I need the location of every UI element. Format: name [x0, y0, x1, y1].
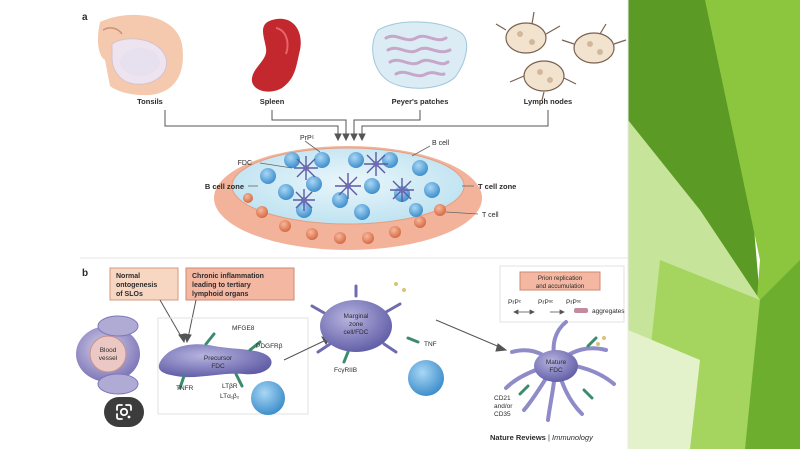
label-ltab: LTα₁β₂: [220, 393, 240, 400]
svg-text:zone: zone: [349, 321, 363, 328]
tonsils-illustration: [97, 14, 183, 96]
precursor-fdc: Precursor FDC: [157, 317, 309, 415]
svg-text:Prion replication: Prion replication: [538, 275, 583, 282]
credit-line: Nature Reviews | Immunology: [490, 433, 594, 442]
svg-text:Blood: Blood: [100, 347, 117, 354]
svg-text:lymphoid organs: lymphoid organs: [192, 291, 249, 298]
organ-label-lymph-nodes: Lymph nodes: [524, 97, 572, 106]
svg-text:Chronic inflammation: Chronic inflammation: [192, 273, 264, 280]
label-b-cell: B cell: [432, 140, 450, 147]
svg-text:ontogenesis: ontogenesis: [116, 282, 157, 289]
label-b-cell-zone: B cell zone: [205, 182, 244, 191]
label-prp-c: PrPᶜ: [508, 299, 522, 306]
label-aggregates: aggregates: [592, 308, 625, 315]
prion-arrows: [513, 308, 588, 315]
credit-journal: Immunology: [552, 433, 594, 442]
slide-theme-decoration: [627, 0, 800, 449]
label-prp-sc-2: PrPˢᶜ: [566, 299, 582, 306]
google-lens-button[interactable]: [104, 397, 144, 427]
label-t-cell: T cell: [482, 212, 499, 219]
svg-text:Normal: Normal: [116, 273, 140, 280]
t-cells: [243, 193, 446, 244]
svg-text:Marginal: Marginal: [344, 313, 369, 320]
label-fdc: FDC: [238, 160, 252, 167]
box-prion-replication: Prion replication and accumulation: [499, 265, 625, 323]
peyers-patches-illustration: [372, 21, 468, 89]
label-tnf: TNF: [424, 341, 437, 348]
credit-separator: |: [546, 433, 552, 442]
label-prp-sc-1: PrPˢᶜ: [538, 299, 554, 306]
label-t-cell-zone: T cell zone: [478, 182, 516, 191]
spleen-illustration: [251, 18, 301, 92]
svg-text:Mature: Mature: [546, 359, 567, 366]
box-arrows: [159, 299, 197, 344]
organ-connector-lines: [164, 110, 549, 142]
label-pdgfrb: PDGFRβ: [256, 343, 283, 350]
arrow-marginal-to-mature: [435, 319, 508, 352]
svg-text:leading to tertiary: leading to tertiary: [192, 282, 251, 289]
panel-a-label: a: [82, 12, 88, 23]
panel-b-label: b: [82, 268, 88, 279]
lymph-nodes-illustration: [495, 11, 627, 101]
svg-text:FDC: FDC: [549, 367, 563, 374]
marginal-zone-cell: Marginal zone cell/FDC: [310, 282, 444, 396]
label-mfge8: MFGE8: [232, 325, 255, 332]
svg-text:vessel: vessel: [99, 355, 118, 362]
svg-text:Precursor: Precursor: [204, 355, 233, 362]
box-normal-ontogenesis: Normal ontogenesis of SLOs: [109, 267, 179, 301]
svg-text:FDC: FDC: [211, 363, 225, 370]
mature-fdc: Mature FDC: [504, 320, 616, 422]
svg-text:and accumulation: and accumulation: [536, 283, 585, 290]
organ-label-peyers-patches: Peyer's patches: [392, 97, 449, 106]
organ-label-tonsils: Tonsils: [137, 97, 163, 106]
label-cd21: CD21: [494, 395, 511, 402]
box-chronic-inflammation: Chronic inflammation leading to tertiary…: [185, 267, 295, 301]
organ-label-spleen: Spleen: [260, 97, 285, 106]
fdc-cells: [293, 152, 414, 211]
google-lens-icon: [116, 404, 132, 420]
label-prp: PrPᶜ: [300, 135, 315, 142]
label-ltbr: LTβR: [222, 383, 238, 390]
credit-publisher: Nature Reviews: [490, 433, 546, 442]
label-cd21-andor: and/or: [494, 403, 513, 410]
label-tnfr: TNFR: [176, 385, 194, 392]
lymphoid-follicle: [214, 140, 482, 250]
label-fcgr: FcγRIIB: [334, 367, 357, 374]
svg-text:cell/FDC: cell/FDC: [344, 329, 369, 336]
svg-text:of SLOs: of SLOs: [116, 291, 143, 298]
label-cd35: CD35: [494, 411, 511, 418]
blood-vessel: Blood vessel: [76, 315, 140, 395]
